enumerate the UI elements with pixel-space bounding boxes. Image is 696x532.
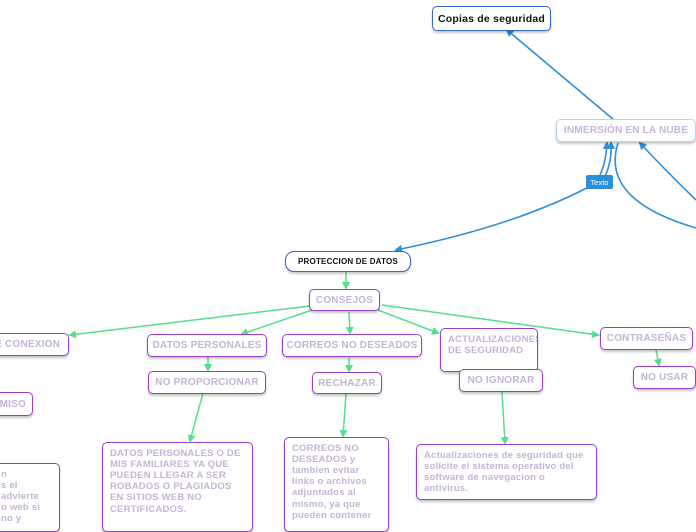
node-copias-de-seguridad[interactable]: Copias de seguridad [432,6,551,31]
link-tag-nube-a [599,141,611,176]
node-datos-personales[interactable]: DATOS PERSONALES [147,334,267,357]
link-rechazar-desc [339,393,348,438]
node-proteccion-de-datos[interactable]: PROTECCION DE DATOS [285,251,411,272]
node-datos-descripcion[interactable]: DATOS PERSONALES O DE MIS FAMILIARES YA … [102,442,253,532]
link-consejos-contrasenas [381,304,600,339]
link-consejos-correos [345,311,354,335]
node-actualizaciones-descripcion[interactable]: Actualizaciones de seguridad que solicit… [416,444,597,500]
node-no-ignorar[interactable]: NO IGNORAR [459,369,543,392]
link-nube-copias [505,28,615,121]
node-no-usar[interactable]: NO USAR [633,366,696,389]
node-consejos[interactable]: CONSEJOS [309,289,380,311]
node-conexion[interactable]: E CONEXION [0,333,69,356]
link-contrasenas-nousar [653,349,662,367]
link-consejos-conexion [68,305,311,339]
node-correos-descripcion[interactable]: CORREOS NO DESEADOS y tambien evitar lin… [284,437,389,532]
link-tag-nube-b [604,141,616,177]
node-miso[interactable]: MISO [0,392,33,416]
node-left-descripcion[interactable]: n s el advierte o web si no y [0,463,60,532]
node-contrasenas[interactable]: CONTRASEÑAS [600,327,693,350]
node-actualizaciones-de-seguridad[interactable]: ACTUALIZACIONES DE SEGURIDAD [440,328,538,372]
link-consejos-actualizaciones [377,309,440,335]
link-nube-proteccion [394,181,599,253]
link-consejos-datos [240,309,313,336]
link-ignorar-desc [500,391,509,445]
node-no-proporcionar[interactable]: NO PROPORCIONAR [148,371,266,394]
text-tag[interactable]: Texto [586,175,613,189]
node-rechazar[interactable]: RECHAZAR [312,372,382,394]
node-inmersion-en-la-nube[interactable]: INMERSIÓN EN LA NUBE [556,119,696,142]
link-nube-offscreen [614,142,696,229]
link-offscreen-nube [638,141,696,201]
link-proporcionar-desc [187,392,204,443]
node-correos-no-deseados[interactable]: CORREOS NO DESEADOS [282,334,422,357]
connector-lines [68,28,696,445]
